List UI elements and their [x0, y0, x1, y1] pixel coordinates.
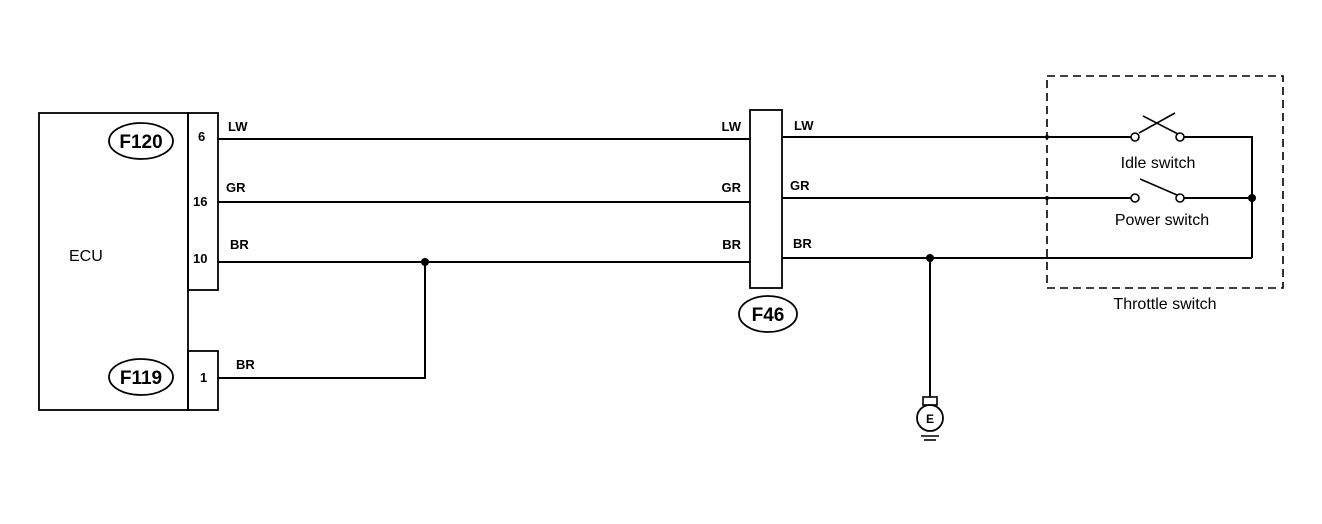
power-switch-label: Power switch	[1115, 212, 1209, 229]
wire-br-f119-branch	[218, 262, 426, 379]
splice-dot-left	[421, 258, 429, 266]
f120-connector-badge	[108, 122, 174, 160]
idle-switch-label: Idle switch	[1121, 155, 1196, 172]
throttle-switch-label: Throttle switch	[1113, 296, 1216, 313]
entry-dot-power	[1045, 196, 1049, 200]
wire-label-gr-f46-right: GR	[790, 178, 810, 193]
wire-label-br-f46-right: BR	[793, 236, 812, 251]
f46-connector-label: F46	[752, 305, 785, 326]
splice-dot-ground	[926, 254, 934, 262]
ground-terminal	[916, 404, 944, 432]
f119-connector-badge	[108, 358, 174, 396]
splice-dot-switch	[1248, 194, 1256, 202]
pin-10: 10	[193, 251, 207, 266]
wire-label-lw-ecu: LW	[228, 119, 248, 134]
wire-label-gr-f46-left: GR	[722, 180, 742, 195]
power-switch-contact-right	[1175, 193, 1185, 203]
f120-connector-label: F120	[119, 132, 162, 153]
wire-label-br-ecu: BR	[230, 237, 249, 252]
power-switch-blade	[1139, 178, 1178, 196]
pin-1: 1	[200, 370, 207, 385]
ground-label: E	[926, 412, 934, 426]
wire-label-br-f119: BR	[236, 357, 255, 372]
power-switch-contact-left	[1130, 193, 1140, 203]
idle-switch-wire-out	[1184, 136, 1253, 258]
entry-dot-idle	[1045, 135, 1049, 139]
throttle-switch-box	[1046, 75, 1284, 289]
f119-connector-strip	[187, 350, 219, 411]
idle-switch-contact-left	[1130, 132, 1140, 142]
pin-6: 6	[198, 129, 205, 144]
pin-16: 16	[193, 194, 207, 209]
wire-label-lw-f46-right: LW	[794, 118, 814, 133]
f46-connector-badge	[738, 295, 798, 333]
wire-label-br-f46-left: BR	[722, 237, 741, 252]
f119-connector-label: F119	[120, 368, 162, 389]
ecu-label: ECU	[69, 248, 103, 265]
ground-connector	[922, 396, 938, 406]
wire-label-lw-f46-left: LW	[722, 119, 742, 134]
f46-connector-body	[749, 109, 783, 289]
idle-switch-blade-2	[1142, 115, 1179, 135]
wire-label-gr-ecu: GR	[226, 180, 246, 195]
